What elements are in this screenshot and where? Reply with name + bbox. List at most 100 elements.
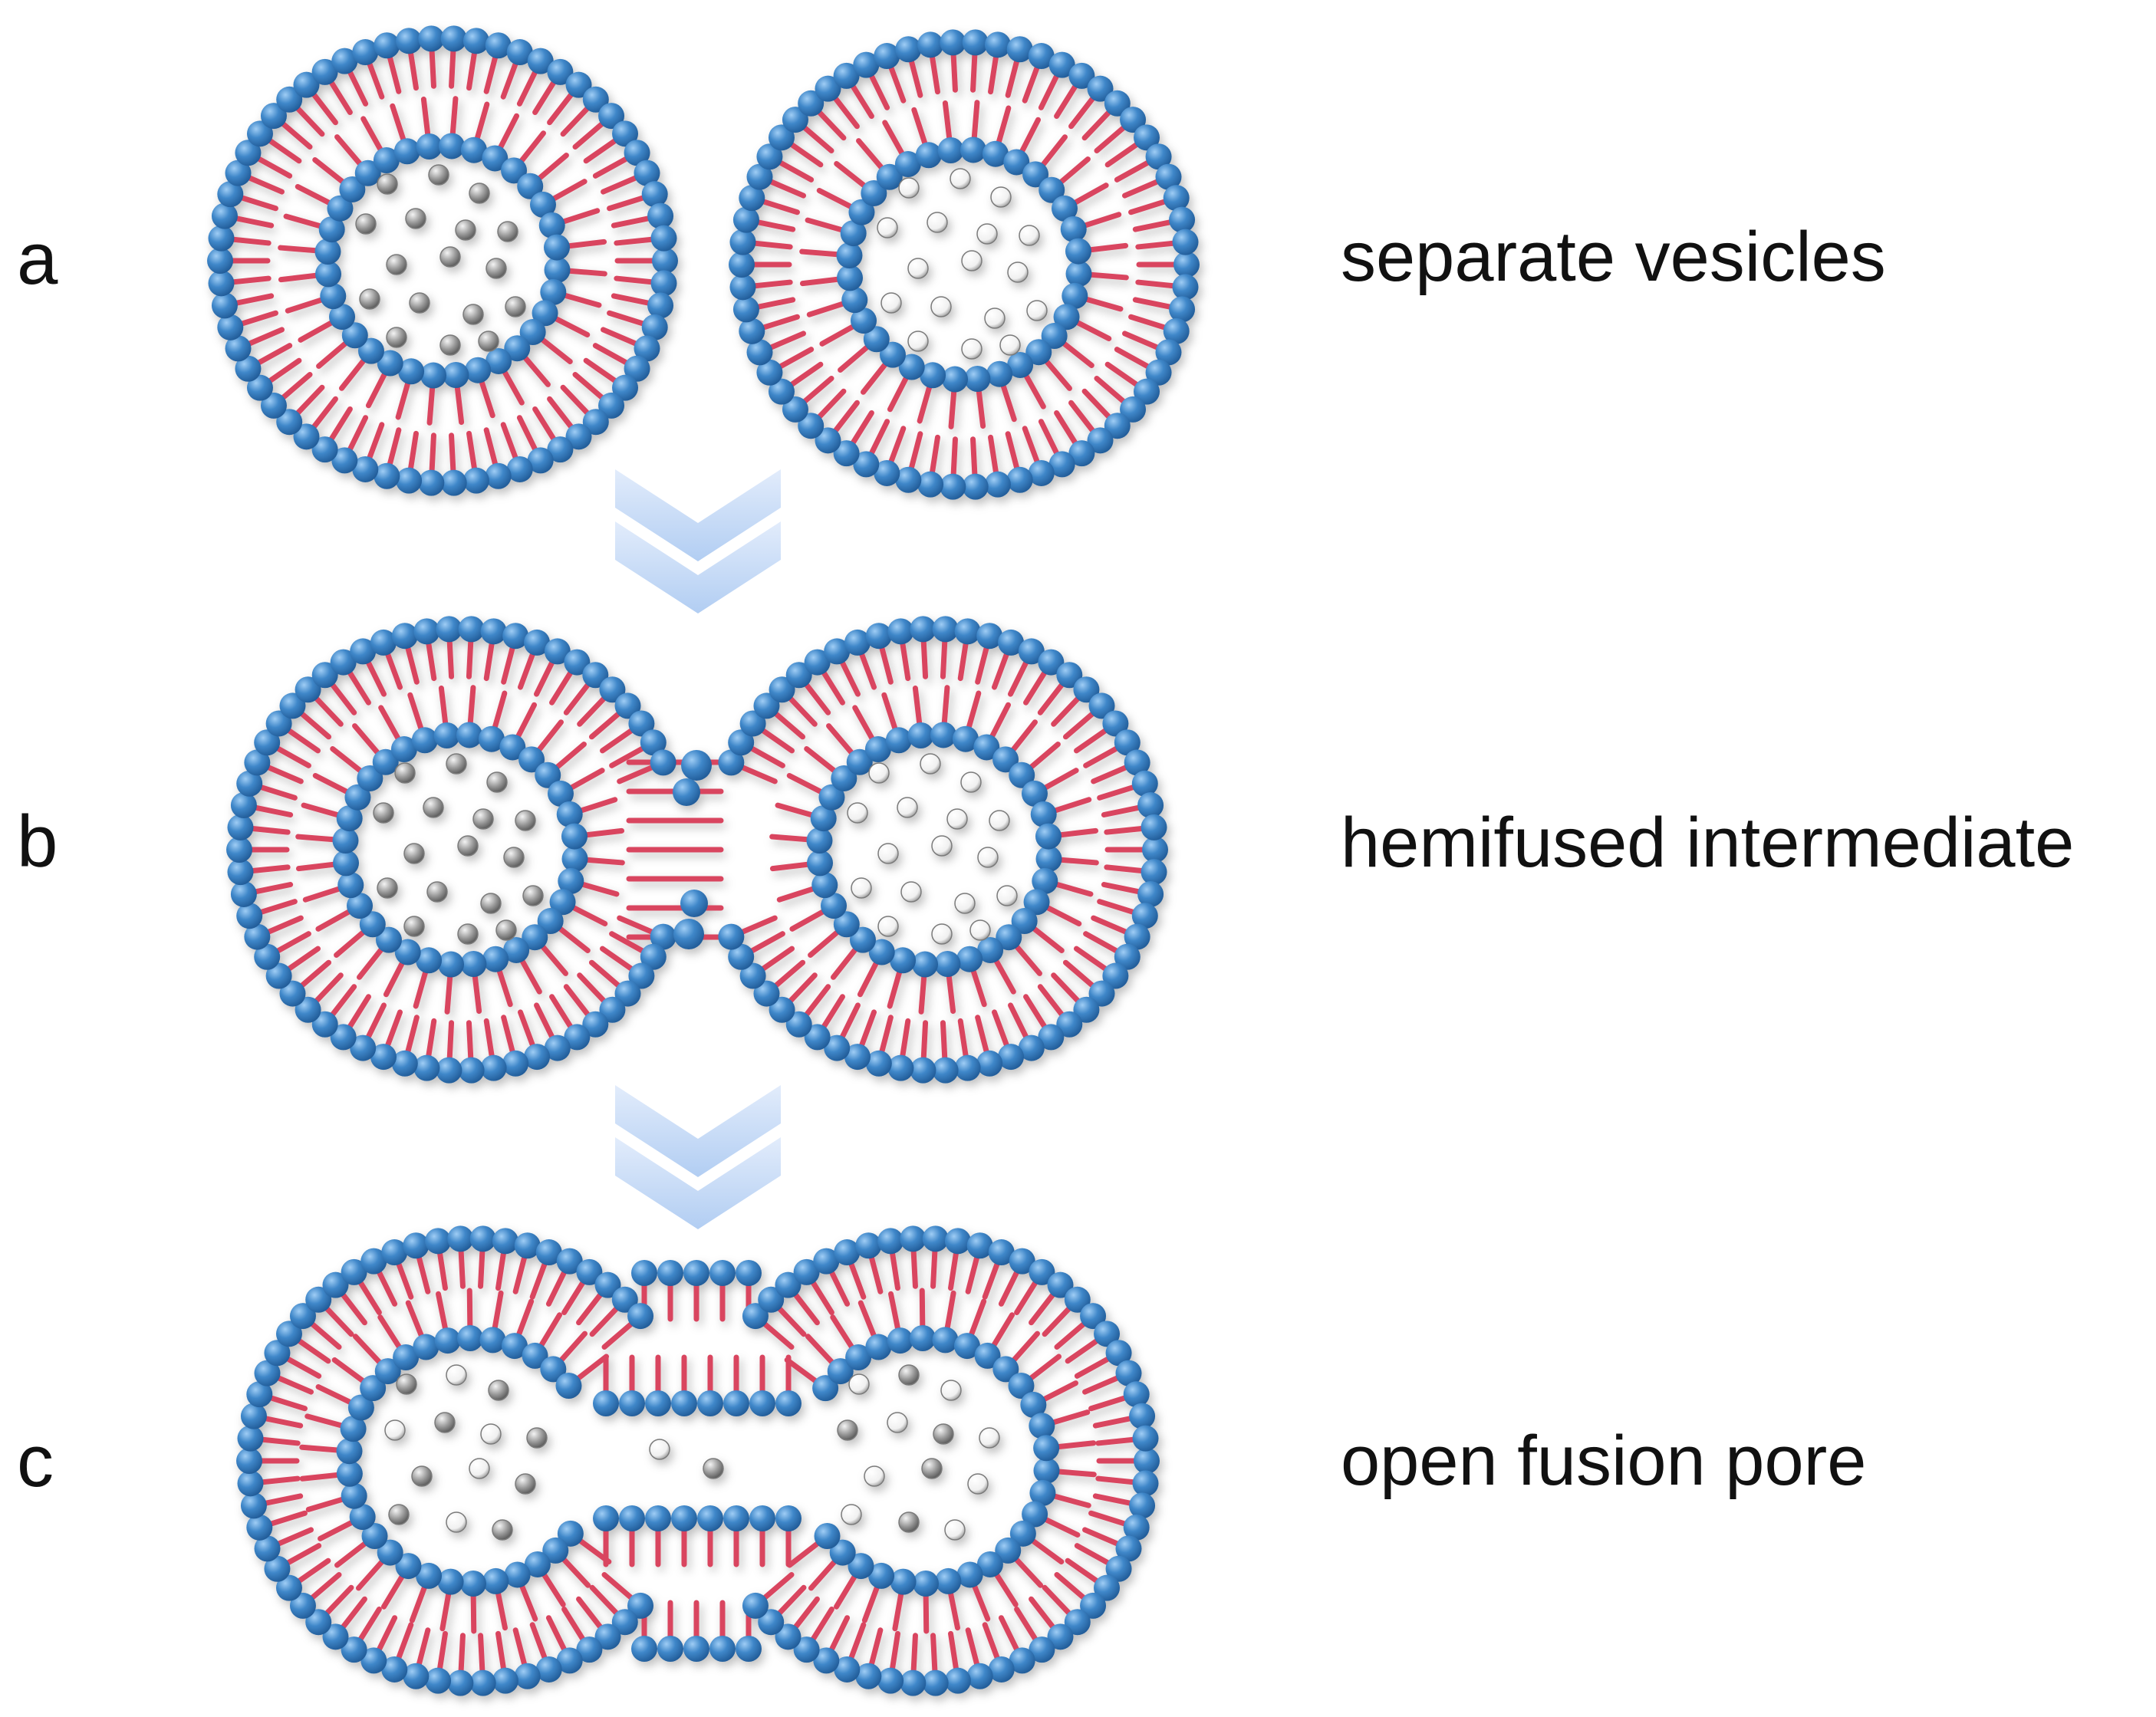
lipid-headgroup — [492, 1228, 518, 1255]
lipid-headgroup — [336, 1460, 363, 1487]
cargo-particle-light — [900, 881, 922, 903]
lipid-headgroup — [1068, 62, 1095, 89]
cargo-particle-dark — [486, 771, 508, 793]
lipid-headgroup — [465, 357, 492, 383]
lipid-headgroup — [1073, 996, 1100, 1023]
lipid-headgroup — [1102, 710, 1129, 737]
cargo-particle-light — [841, 1504, 862, 1525]
lipid-headgroup — [785, 1011, 812, 1038]
lipid-headgroup — [992, 1356, 1019, 1383]
lipid-headgroup — [391, 623, 418, 650]
lipid-headgroup — [547, 436, 574, 463]
cargo-particle-dark — [446, 753, 467, 775]
cargo-particle-dark — [457, 923, 479, 945]
lipid-headgroup — [240, 1403, 267, 1429]
cargo-particle-dark — [396, 1373, 417, 1395]
lipid-headgroup — [260, 103, 287, 130]
lipid-headgroup — [547, 58, 574, 85]
lipid-headgroup — [593, 1390, 619, 1416]
lipid-headgroup — [354, 160, 381, 186]
lipid-headgroup — [1053, 304, 1080, 331]
lipid-headgroup — [853, 51, 880, 78]
lipid-headgroup — [370, 629, 397, 656]
lipid-headgroup — [418, 469, 445, 496]
lipid-headgroup — [937, 137, 964, 164]
lipid-headgroup — [624, 355, 650, 382]
lipid-headgroup — [1120, 107, 1147, 133]
cargo-particle-light — [1026, 300, 1048, 321]
lipid-headgroup — [485, 462, 512, 489]
lipid-headgroup — [851, 308, 877, 334]
lipid-headgroup — [230, 880, 257, 907]
lipid-headgroup — [527, 48, 554, 74]
lipid-headgroup — [1114, 729, 1141, 756]
lipid-headgroup — [558, 867, 584, 894]
lipid-headgroup — [964, 365, 991, 392]
chevron-shape — [615, 1137, 781, 1229]
lipid-headgroup — [370, 1044, 397, 1071]
lipid-headgroup — [246, 374, 273, 401]
cargo-particle-dark — [495, 919, 517, 941]
lipid-headgroup — [462, 28, 489, 54]
lipid-headgroup — [1028, 43, 1055, 70]
lipid-headgroup — [865, 1050, 892, 1077]
lipid-headgroup — [836, 242, 863, 269]
lipid-headgroup — [1172, 274, 1199, 301]
lipid-headgroup — [1073, 676, 1100, 703]
lipid-headgroup — [848, 199, 875, 225]
lipid-headgroup — [437, 1568, 464, 1595]
lipid-tails — [246, 1235, 1150, 1686]
lipid-headgroup — [998, 1044, 1025, 1071]
lipid-headgroup — [458, 1057, 485, 1084]
lipid-headgroup — [1047, 1623, 1074, 1650]
lipid-headgroup — [350, 638, 377, 665]
cargo-particle-dark — [921, 1458, 943, 1479]
lipid-headgroup — [413, 1334, 439, 1360]
cargo-particle-light — [851, 877, 872, 899]
cargo-particle-dark — [439, 246, 461, 268]
lipid-headgroup — [628, 710, 655, 737]
lipid-headgroup — [276, 409, 303, 436]
lipid-headgroup — [235, 140, 262, 166]
lipid-headgroup — [739, 185, 765, 212]
cargo-mixed — [384, 1364, 1000, 1541]
lipid-headgroup — [447, 1225, 474, 1252]
lipid-headgroup — [254, 1360, 281, 1386]
lipid-headgroup — [344, 784, 371, 811]
lipid-headgroup — [480, 618, 507, 645]
lipid-headgroup — [416, 133, 443, 160]
lipid-headgroup — [208, 270, 235, 297]
lipid-headgroup — [357, 337, 384, 364]
lipid-headgroup — [375, 926, 402, 953]
lipid-headgroup — [320, 283, 347, 310]
lipid-headgroup — [336, 805, 363, 832]
lipid-headgroup — [556, 1647, 583, 1674]
lipid-headgroup — [631, 1260, 657, 1286]
lipid-headgroup — [347, 893, 374, 919]
lipid-headgroup — [480, 1054, 507, 1081]
lipid-headgroup — [887, 1054, 914, 1081]
lipid-headgroup — [236, 1448, 262, 1474]
lipid-headgroup — [1129, 1492, 1156, 1519]
lipid-headgroup — [844, 629, 871, 656]
lipid-headgroup — [1124, 923, 1150, 950]
cargo-particle-light — [954, 893, 976, 914]
lipid-headgroup — [1094, 1321, 1121, 1347]
cargo-particle-dark — [480, 893, 502, 914]
lipid-headgroup — [756, 359, 783, 386]
lipid-headgroup — [598, 392, 625, 419]
cargo-particle-light — [961, 250, 983, 271]
lipid-headgroup — [775, 1505, 802, 1531]
lipid-headgroup — [529, 191, 556, 218]
lipid-headgroup — [544, 1034, 571, 1061]
lipid-headgroup — [434, 1327, 461, 1354]
lipid-headgroup — [640, 943, 667, 970]
lipid-headgroup — [627, 1303, 654, 1330]
lipid-headgroup — [381, 1239, 408, 1266]
lipid-headgroup — [538, 212, 565, 238]
lipid-headgroup — [634, 335, 660, 362]
cargo-particle-light — [950, 168, 971, 189]
stage-label-separate-vesicles: separate vesicles — [1341, 218, 1886, 296]
lipid-headgroup — [874, 459, 900, 486]
lipid-headgroup — [217, 181, 244, 208]
